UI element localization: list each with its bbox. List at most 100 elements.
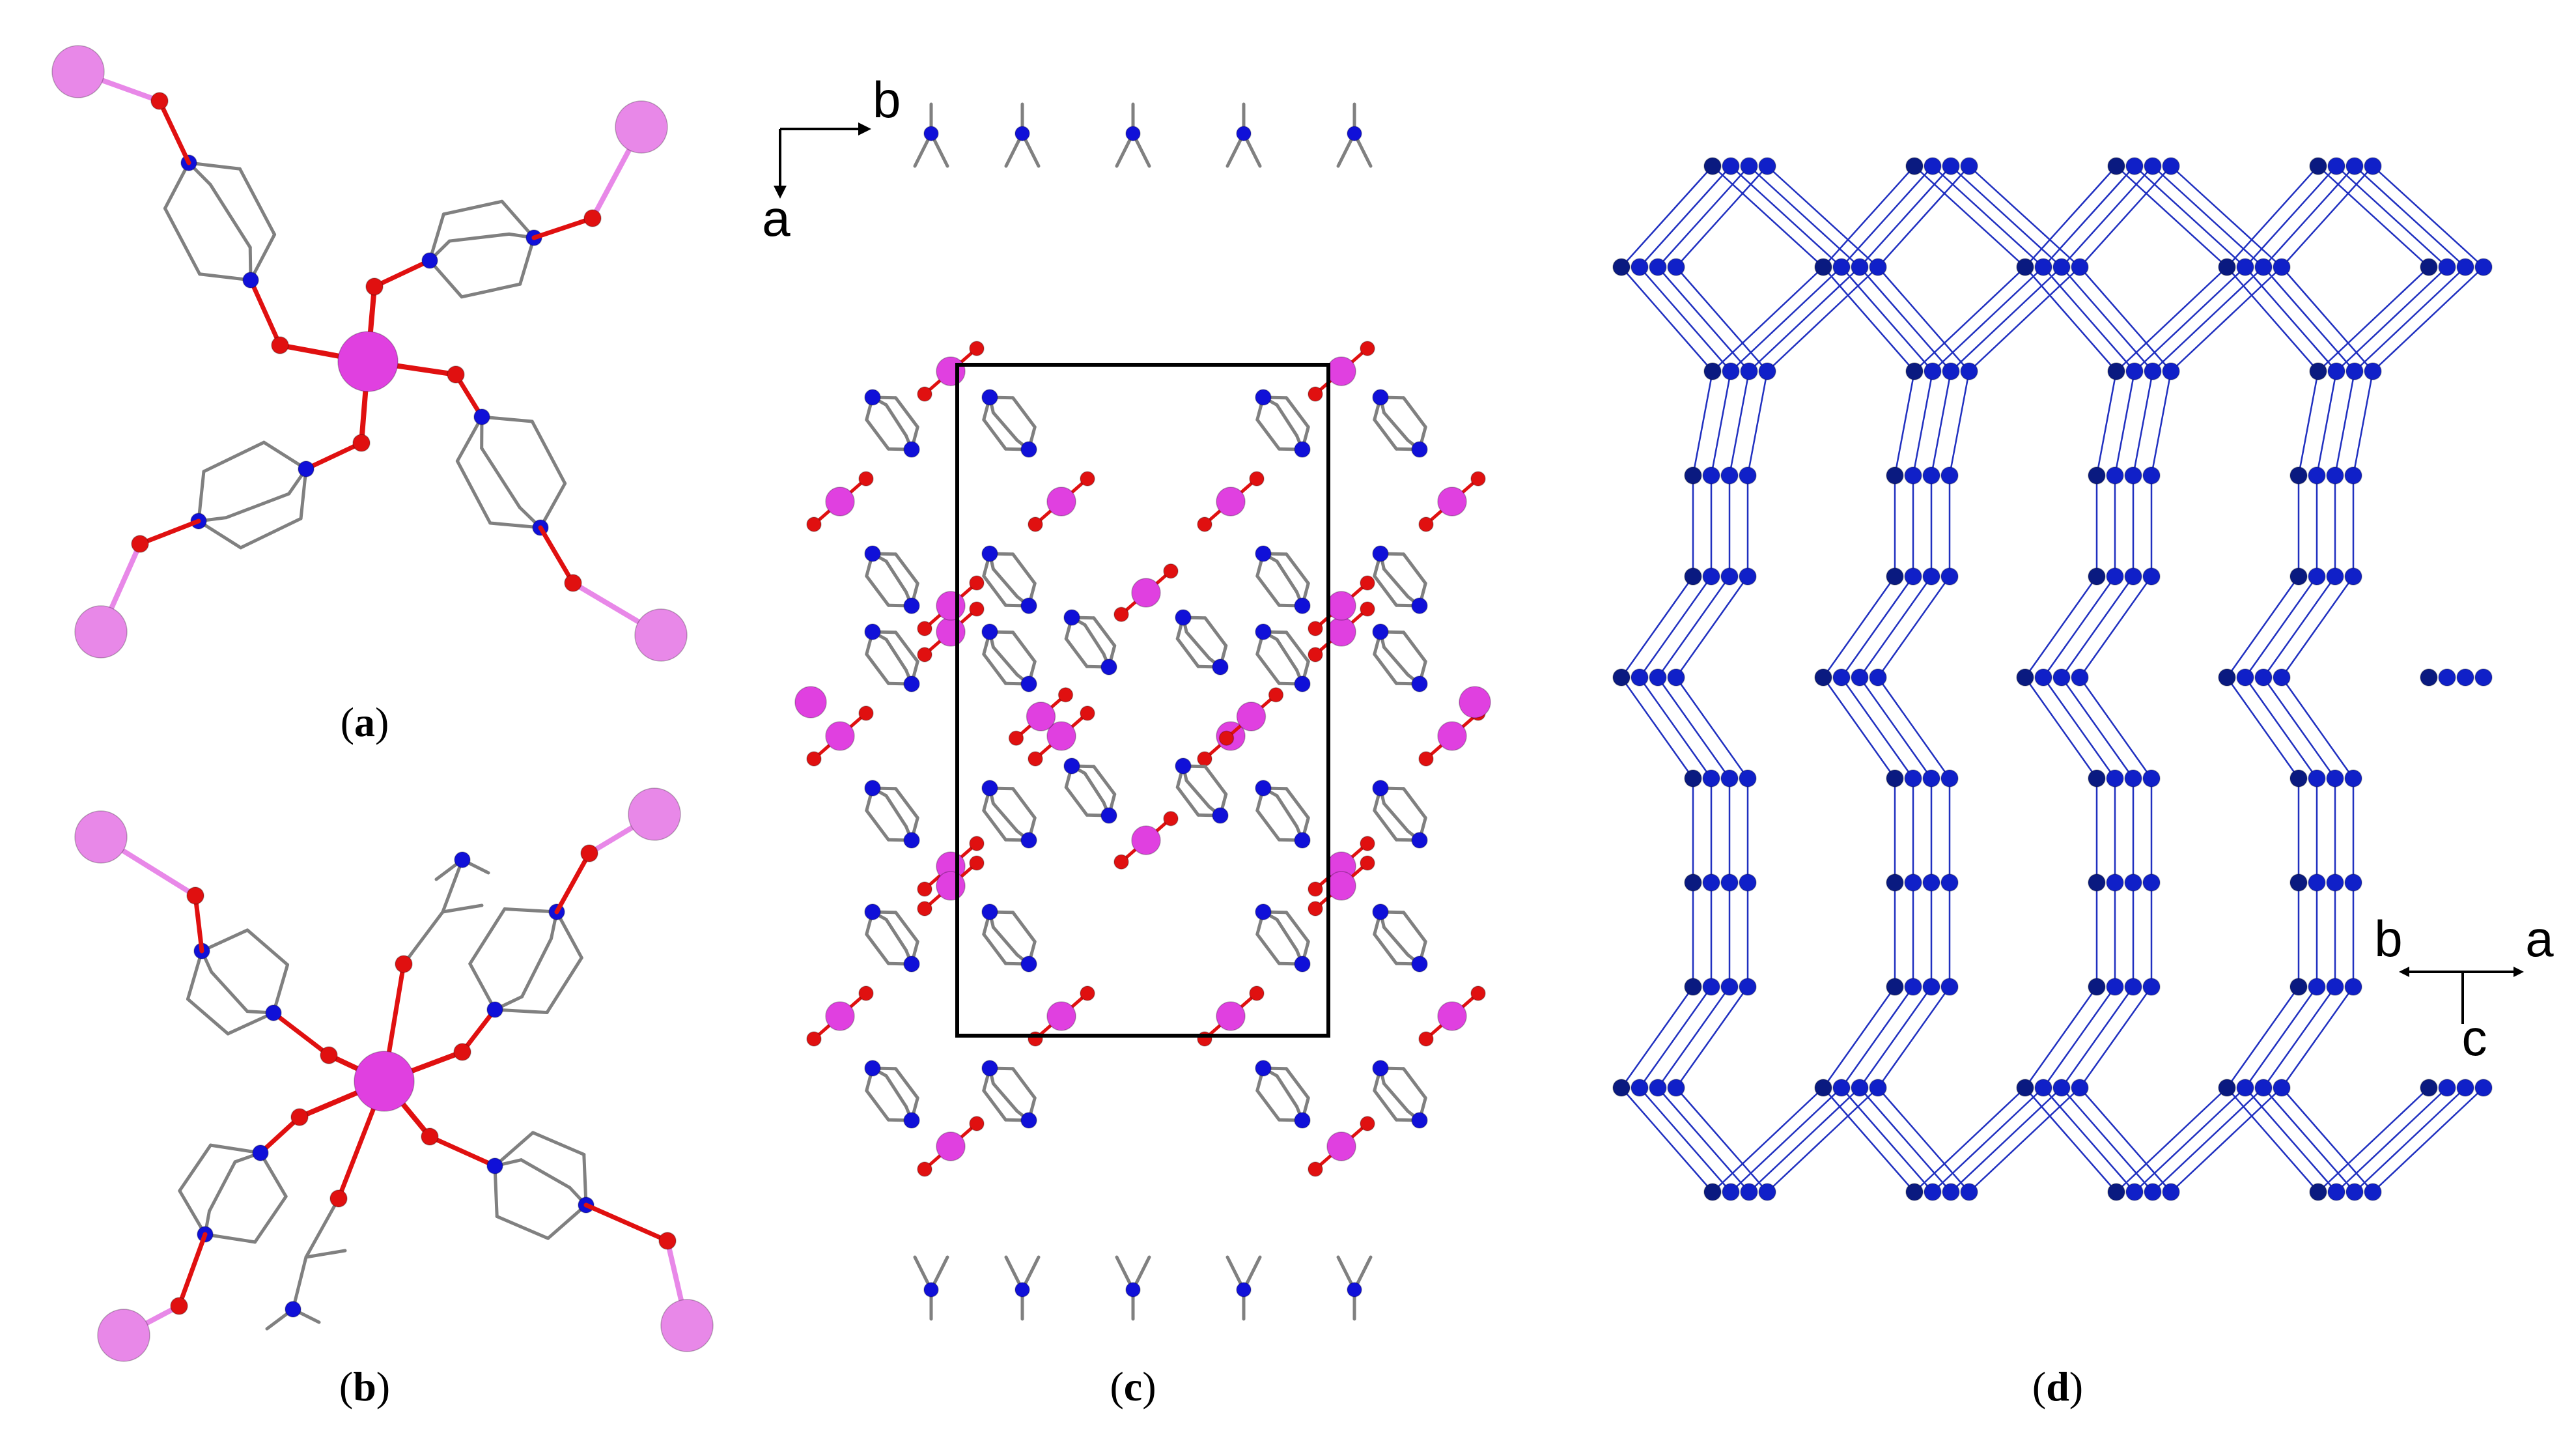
nitrogen-atom — [923, 1282, 939, 1298]
bond — [197, 470, 206, 523]
bond — [1620, 266, 1714, 373]
bond — [1766, 1086, 1879, 1193]
bond — [200, 928, 249, 953]
bond — [1402, 552, 1427, 586]
bond — [488, 521, 542, 530]
network-node — [1740, 1183, 1758, 1201]
oxygen-atom — [1360, 1116, 1375, 1131]
network-node — [2308, 873, 2326, 892]
bond — [2060, 986, 2135, 1089]
bond — [299, 467, 308, 520]
nitrogen-atom — [1100, 659, 1117, 675]
network-node — [2420, 1079, 2438, 1097]
metal-atom — [936, 1131, 966, 1161]
network-node — [1649, 668, 1667, 687]
bond — [2317, 266, 2430, 373]
bond — [1950, 266, 2063, 373]
bond — [1657, 266, 1750, 373]
network-node — [1722, 1183, 1740, 1201]
network-node — [1702, 466, 1720, 485]
nitrogen-atom — [981, 623, 998, 640]
bond — [441, 903, 484, 914]
metal-atom — [936, 591, 966, 621]
network-node — [1832, 258, 1851, 276]
oxygen-atom — [1249, 471, 1265, 487]
oxygen-atom — [395, 955, 413, 973]
bond — [2372, 266, 2485, 373]
bond — [2115, 266, 2228, 373]
bond — [1822, 1086, 1916, 1193]
bond — [884, 1074, 908, 1109]
bond — [468, 962, 497, 1012]
network-node — [1886, 567, 1904, 586]
bond — [2133, 165, 2247, 268]
bond — [1011, 552, 1037, 586]
bond — [1877, 1086, 1970, 1193]
bond — [2024, 676, 2098, 780]
bond — [1382, 801, 1410, 833]
bond — [545, 956, 583, 1014]
network-node — [1612, 1079, 1631, 1097]
oxygen-atom — [453, 1043, 471, 1061]
bond — [1064, 786, 1089, 817]
bond — [1675, 165, 1769, 268]
network-node — [1942, 362, 1960, 380]
bond — [2079, 165, 2172, 268]
bond — [1275, 918, 1299, 952]
network-node — [2345, 1183, 2364, 1201]
bond — [1285, 1067, 1310, 1100]
network-node — [2345, 157, 2364, 175]
bond — [372, 258, 432, 289]
bond — [1184, 630, 1211, 660]
network-node — [2142, 978, 2161, 996]
bond — [455, 415, 484, 463]
metal-atom — [936, 356, 966, 386]
oxygen-atom — [1080, 705, 1095, 721]
network-node — [2289, 466, 2308, 485]
network-node — [2088, 978, 2106, 996]
bond — [447, 232, 511, 243]
bond — [1858, 575, 1933, 679]
nitrogen-atom — [1411, 597, 1428, 614]
bond — [480, 415, 534, 423]
nitrogen-atom — [1125, 126, 1141, 141]
metal-atom — [1216, 1001, 1246, 1031]
bond — [1858, 676, 1933, 780]
bond — [1840, 1086, 1934, 1193]
bond — [2024, 1086, 2118, 1193]
bond — [1373, 574, 1398, 607]
terminal-metal-atom — [660, 1299, 714, 1352]
network-node — [2124, 873, 2142, 892]
network-node — [1869, 258, 1887, 276]
oxygen-atom — [131, 535, 149, 553]
oxygen-atom — [271, 336, 289, 354]
nitrogen-atom — [1411, 956, 1428, 972]
network-node — [1667, 258, 1685, 276]
bond — [163, 161, 191, 210]
bond — [2226, 575, 2300, 679]
bond — [1083, 771, 1106, 804]
bond — [1064, 637, 1089, 668]
bond — [2151, 165, 2265, 268]
bond — [493, 1008, 549, 1014]
bond — [253, 1195, 288, 1244]
network-node — [1814, 668, 1832, 687]
network-node — [1703, 362, 1722, 380]
bond — [1840, 575, 1914, 679]
network-node — [2052, 1079, 2071, 1097]
oxygen-atom — [1308, 647, 1323, 662]
bond — [2079, 575, 2153, 679]
bond — [2317, 165, 2430, 268]
oxygen-atom — [186, 887, 204, 905]
network-node — [1869, 668, 1887, 687]
bond — [2244, 575, 2318, 679]
network-node — [2438, 258, 2456, 276]
bond — [1657, 986, 1731, 1089]
network-node — [1960, 362, 1978, 380]
network-node — [1702, 567, 1720, 586]
axis-indicator-c: b a — [762, 71, 901, 247]
bond — [1675, 575, 1749, 679]
bond — [208, 1160, 237, 1213]
nitrogen-atom — [1100, 807, 1117, 824]
bond — [1092, 765, 1117, 796]
